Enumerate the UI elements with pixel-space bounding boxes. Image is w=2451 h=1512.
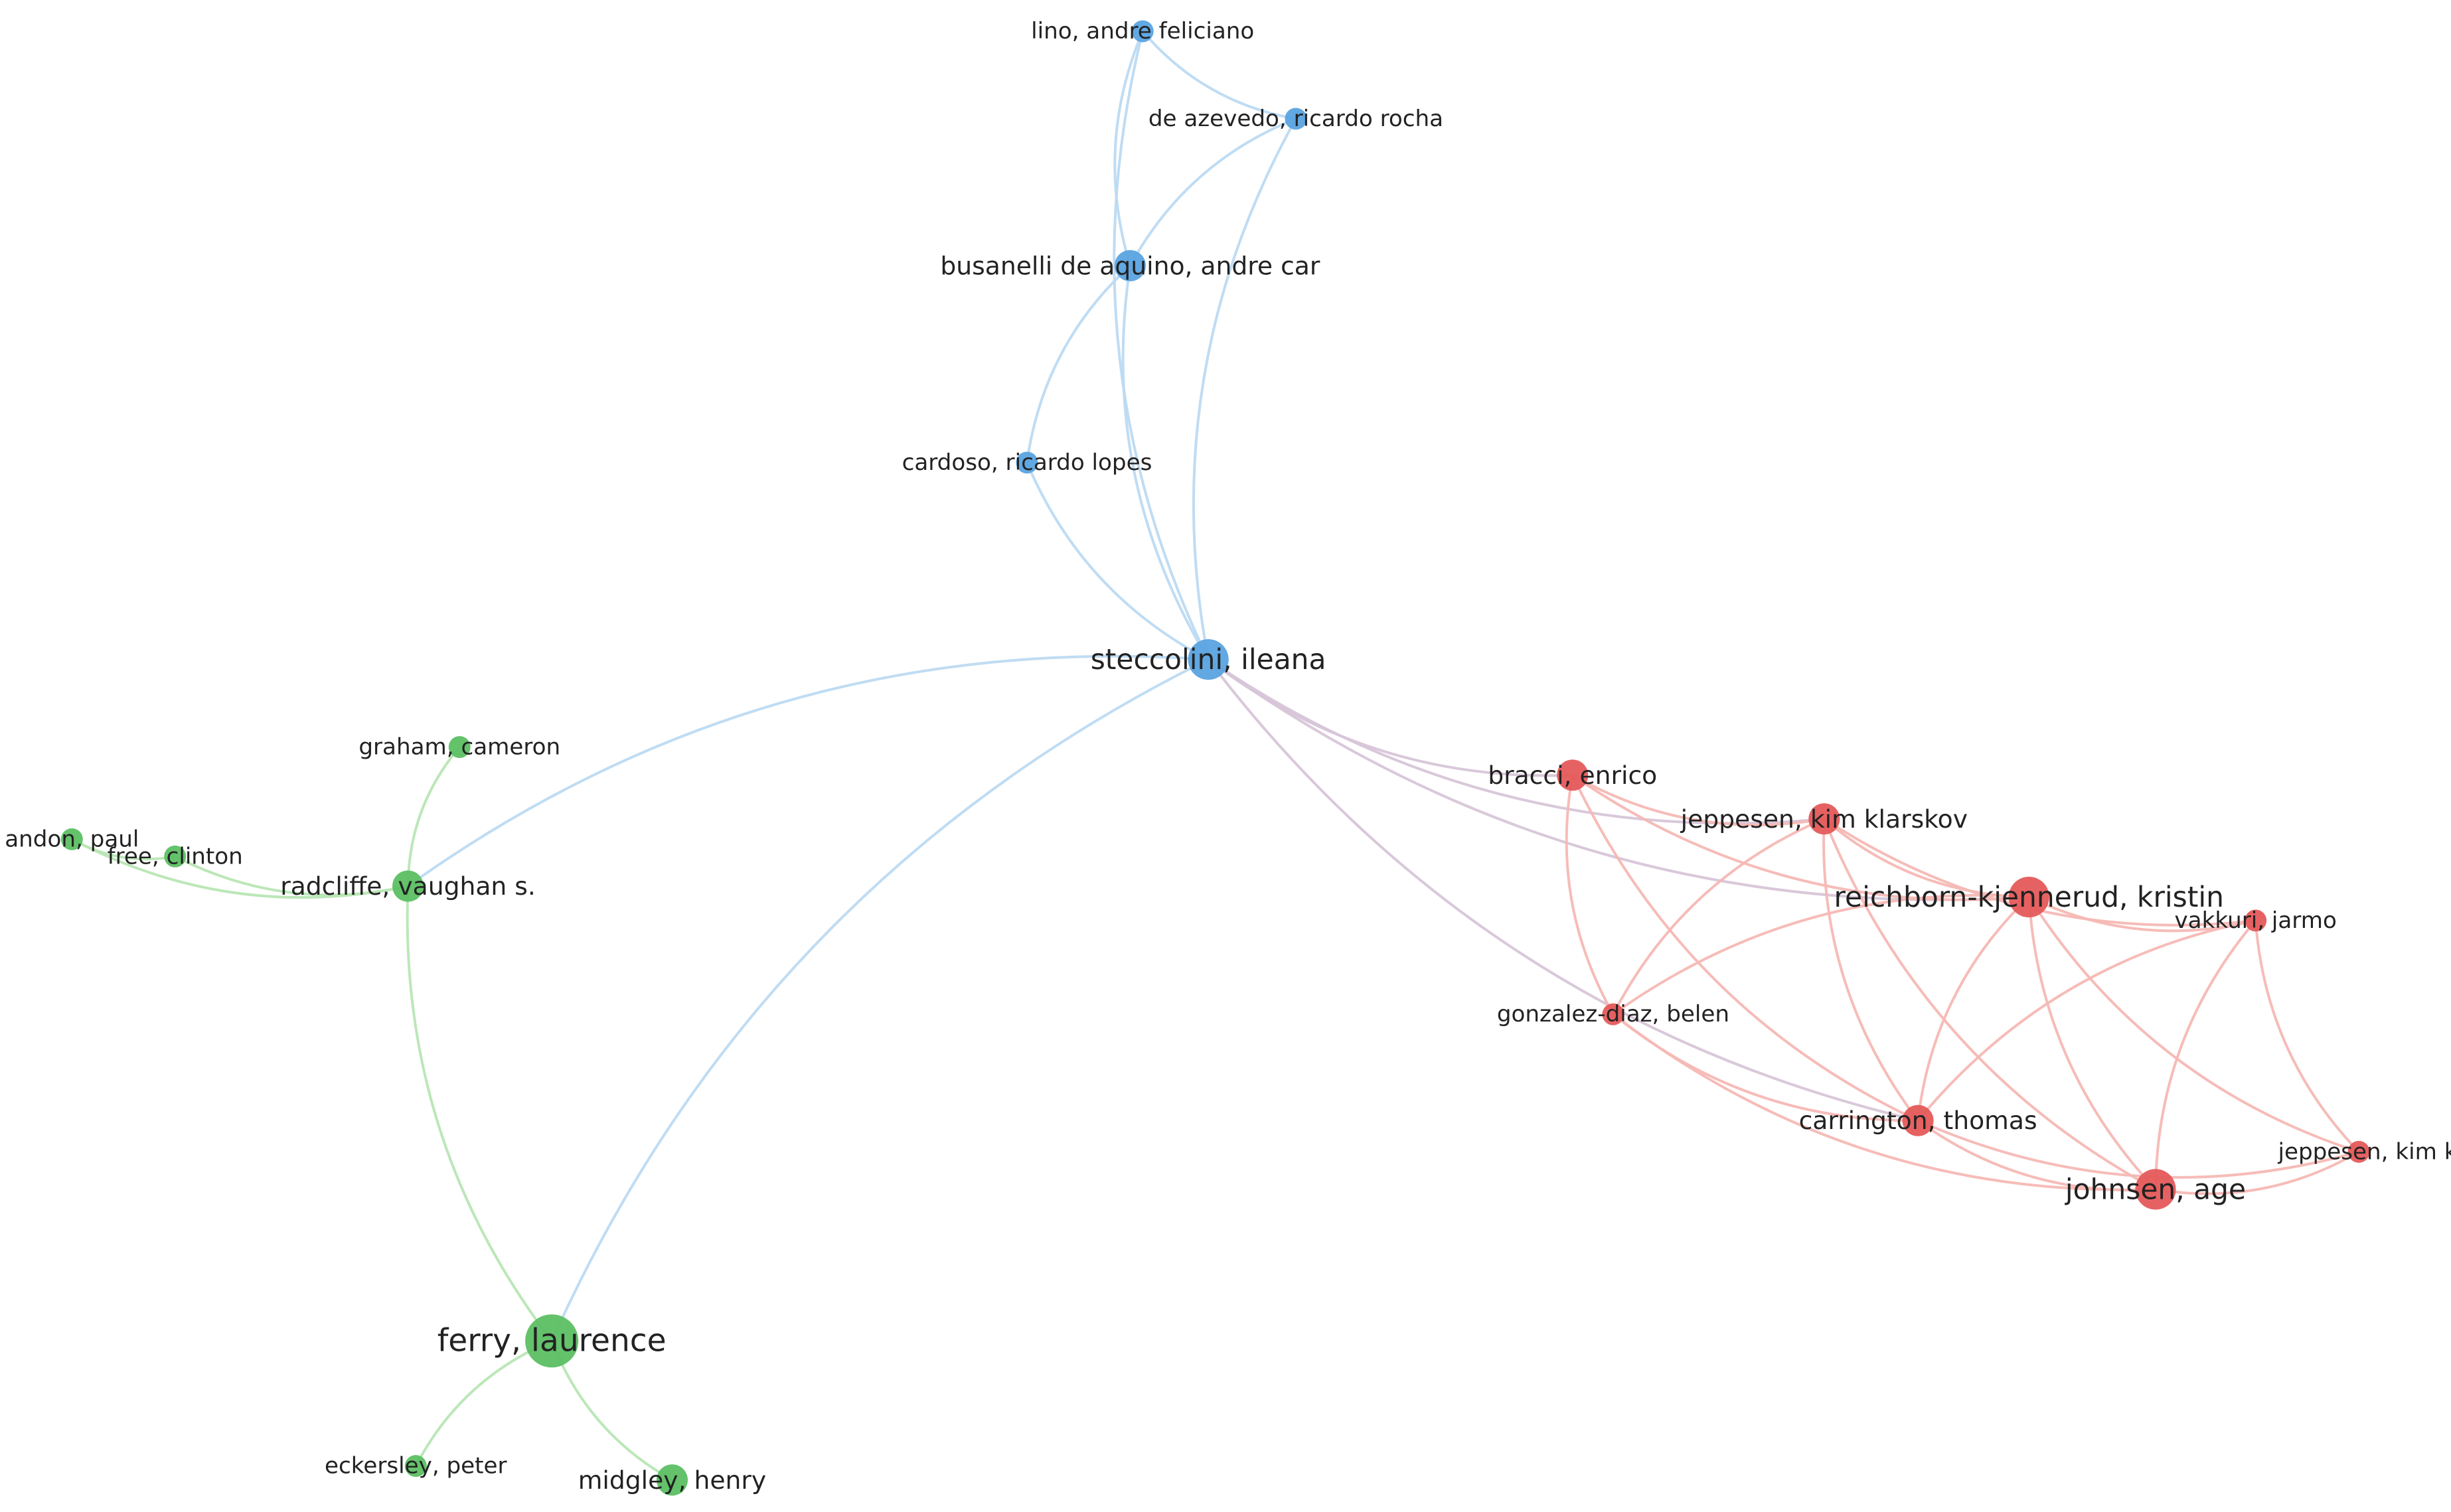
node-gonzalez[interactable] [1602,1003,1624,1025]
edges-layer [71,30,2360,1481]
edge-andon-radcliffe [71,838,408,899]
node-label-cardoso: cardoso, ricardo lopes [902,449,1152,476]
edge-bracci-jeppesenKK [1571,774,1825,826]
node-johnsen[interactable] [2135,1169,2176,1210]
node-label-deazevedo: de azevedo, ricardo rocha [1148,106,1443,132]
edge-vakkuri-johnsen [2154,919,2257,1189]
node-cardoso[interactable] [1016,451,1038,474]
edge-bracci-reichborn [1571,774,2029,901]
edge-vakkuri-jeppesenK [2254,920,2360,1153]
edge-steccolini-reichborn [1207,658,2029,901]
node-label-carrington: carrington, thomas [1799,1106,2037,1135]
node-andon[interactable] [60,828,83,850]
edge-lino-steccolini [1113,31,1210,660]
edge-busanelli-steccolini [1121,265,1210,660]
edge-johnsen-jeppesenK [2155,1150,2360,1195]
node-ferry[interactable] [525,1314,579,1368]
edge-bracci-carrington [1571,775,1919,1122]
edge-steccolini-carrington [1207,658,1919,1122]
node-midgley[interactable] [656,1464,688,1496]
edge-deazevedo-busanelli [1129,117,1297,267]
edge-radcliffe-ferry [406,885,553,1342]
node-lino[interactable] [1131,20,1154,42]
nodes-layer [60,20,2370,1496]
edge-steccolini-radcliffe [407,654,1209,887]
edge-bracci-gonzalez [1565,775,1615,1016]
node-graham[interactable] [448,736,471,758]
node-label-radcliffe: radcliffe, vaughan s. [280,871,536,901]
edge-reichborn-carrington [1917,896,2030,1121]
node-label-steccolini: steccolini, ileana [1091,643,1326,676]
node-label-ferry: ferry, laurence [437,1323,667,1359]
node-jeppesenK[interactable] [2347,1140,2370,1163]
edge-lino-busanelli [1113,31,1145,266]
node-vakkuri[interactable] [2245,909,2267,932]
node-label-eckersley: eckersley, peter [325,1453,508,1479]
labels-layer: lino, andre feliciano de azevedo, ricardo… [5,18,2451,1495]
edge-reichborn-johnsen [2027,897,2157,1191]
edge-ferry-midgley [550,1340,673,1481]
node-label-busanelli: busanelli de aquino, andre car [940,251,1320,280]
edge-cardoso-steccolini [1026,462,1210,661]
edge-gonzalez-johnsen [1612,1013,2156,1191]
edge-vakkuri-carrington [1917,919,2256,1122]
edge-graham-radcliffe [406,746,461,887]
edge-reichborn-jeppesenK [2027,896,2359,1154]
edge-carrington-johnsen [1917,1119,2156,1192]
edge-lino-deazevedo [1141,30,1297,120]
edge-busanelli-cardoso [1025,264,1131,463]
node-bracci[interactable] [1557,759,1589,791]
node-label-reichborn: reichborn-kjennerud, kristin [1834,881,2224,913]
node-carrington[interactable] [1902,1104,1934,1136]
node-deazevedo[interactable] [1285,108,1307,130]
node-radcliffe[interactable] [392,870,424,902]
edge-carrington-jeppesenK [1917,1119,2359,1179]
node-steccolini[interactable] [1188,639,1229,680]
node-label-lino: lino, andre feliciano [1031,18,1254,44]
node-free[interactable] [164,845,187,868]
edge-reichborn-gonzalez [1612,893,2029,1016]
node-jeppesenKK[interactable] [1808,803,1840,835]
edge-steccolini-ferry [550,658,1209,1342]
node-label-bracci: bracci, enrico [1488,761,1657,790]
node-label-jeppesenK: jeppesen, kim k. [2277,1138,2451,1165]
node-label-graham: graham, cameron [358,733,560,760]
node-eckersley[interactable] [404,1455,427,1477]
node-busanelli[interactable] [1114,250,1146,281]
node-label-johnsen: johnsen, age [2065,1173,2246,1205]
edge-jeppesenKK-carrington [1822,818,1919,1122]
node-label-jeppesenKK: jeppesen, kim klarskov [1680,804,1968,834]
edge-ferry-eckersley [414,1339,552,1467]
node-label-vakkuri: vakkuri, jarmo [2174,907,2336,934]
edge-deazevedo-steccolini [1192,117,1297,660]
node-label-midgley: midgley, henry [578,1466,766,1495]
node-label-free: free, clinton [108,843,243,869]
node-label-gonzalez: gonzalez-diaz, belen [1497,1001,1729,1027]
edge-jeppesenKK-gonzalez [1612,817,1825,1016]
edge-steccolini-jeppesenKK [1207,658,1824,825]
node-reichborn[interactable] [2008,876,2049,918]
node-label-andon: andon, paul [5,826,139,852]
edge-jeppesenKK-johnsen [1822,818,2156,1191]
